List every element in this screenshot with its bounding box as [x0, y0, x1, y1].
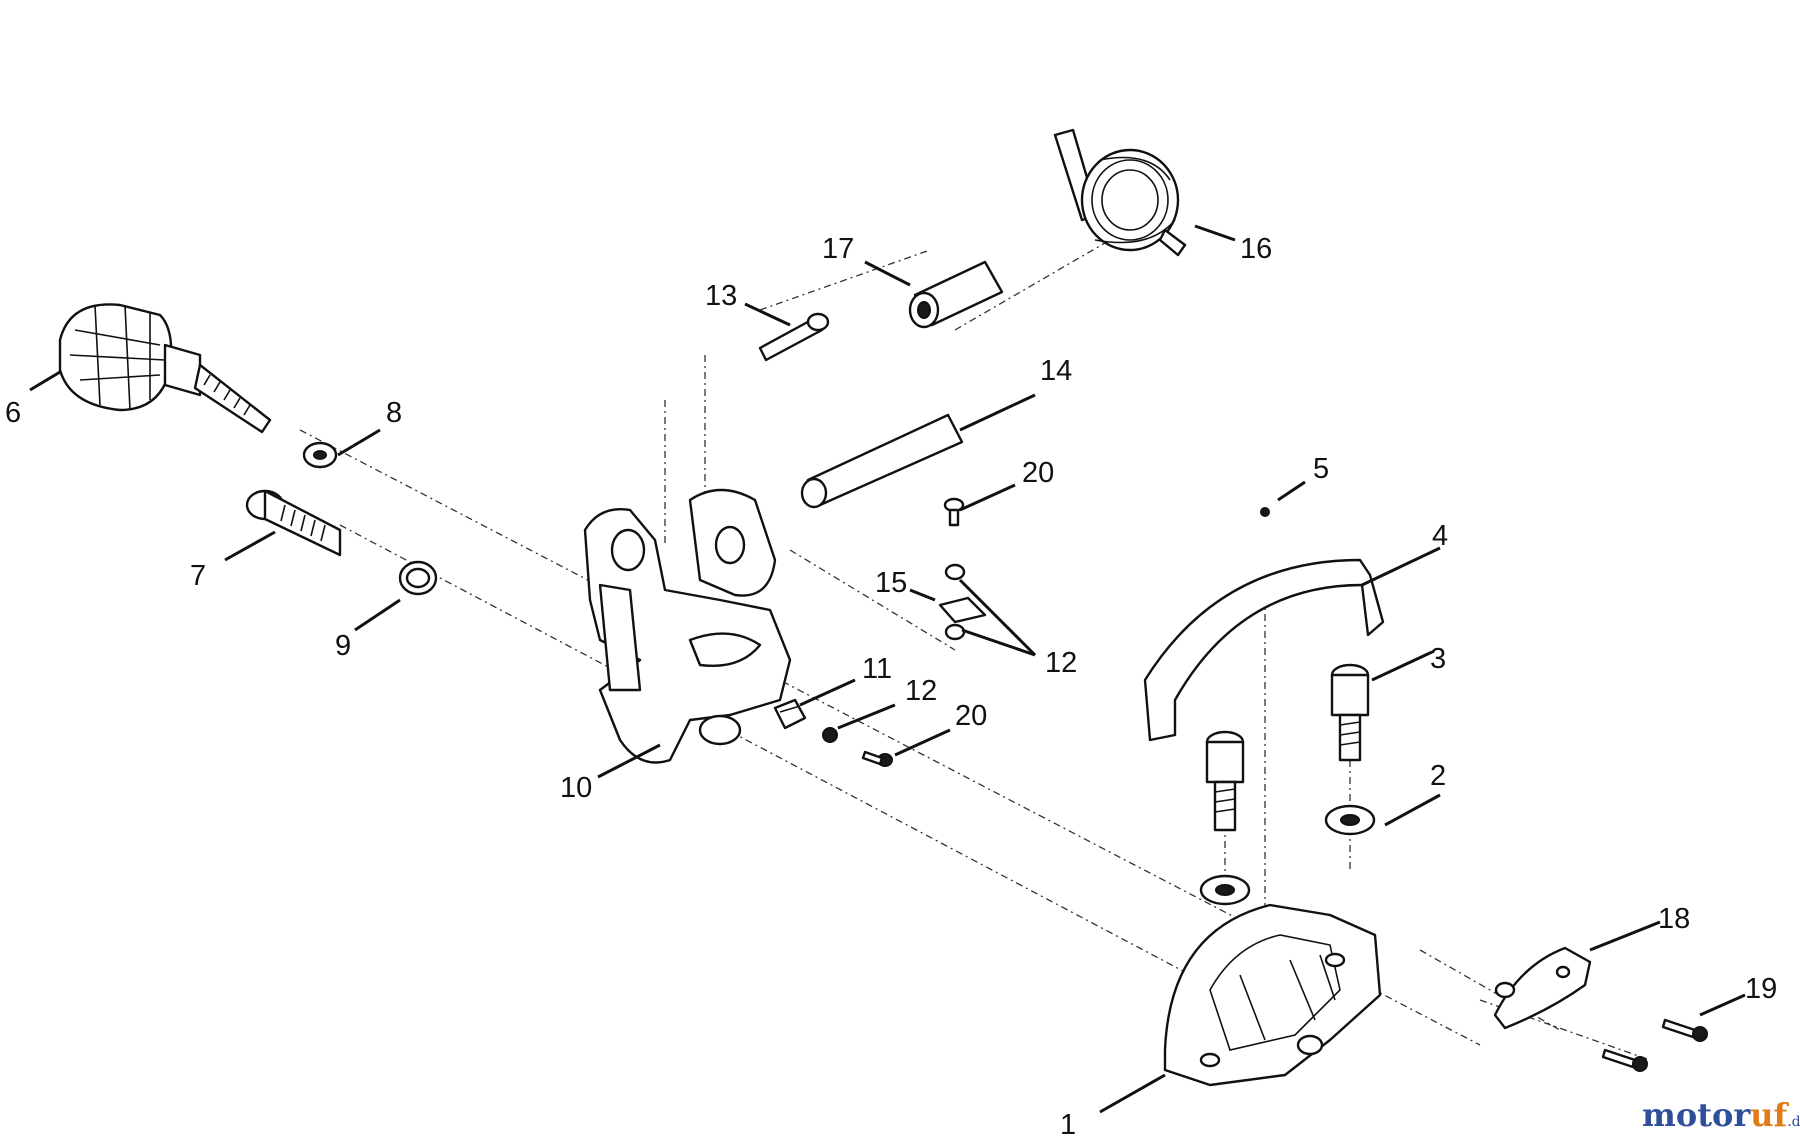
callout-14: 14 [1040, 355, 1072, 387]
callout-5: 5 [1313, 453, 1329, 485]
callout-16: 16 [1240, 233, 1272, 265]
part-12-nut-lower [822, 727, 838, 743]
callout-8: 8 [386, 397, 402, 429]
callout-4: 4 [1432, 520, 1448, 552]
callout-9: 9 [335, 630, 351, 662]
callout-7: 7 [190, 560, 206, 592]
callout-2: 2 [1430, 760, 1446, 792]
callout-11: 11 [862, 653, 892, 685]
callout-12-lower: 12 [905, 675, 937, 707]
part-3-cap-screw-right [1330, 663, 1370, 762]
callout-3: 3 [1430, 643, 1446, 675]
callout-18: 18 [1658, 903, 1690, 935]
site-watermark: motoruf.de [1642, 1096, 1800, 1134]
watermark-domain-suffix: .de [1787, 1114, 1800, 1130]
part-17-sleeve [908, 260, 1004, 329]
part-14-pivot-pin [800, 413, 964, 509]
part-2-washer-left [1199, 874, 1251, 906]
part-16-torsion-spring [1053, 128, 1187, 257]
callout-6: 6 [5, 397, 21, 429]
part-1-base-housing [1163, 903, 1382, 1087]
assembly-center-lines [299, 239, 1651, 1061]
part-4-curved-band [1143, 558, 1385, 742]
part-2-washer-right [1324, 804, 1376, 836]
part-19-screw-lower [1601, 1048, 1648, 1072]
callout-1: 1 [1060, 1109, 1076, 1141]
watermark-brand-part-2: uf [1750, 1096, 1788, 1134]
part-6-adjustment-knob [58, 303, 272, 434]
part-18-cover-plate [1493, 946, 1592, 1030]
callout-20-lower: 20 [955, 700, 987, 732]
part-20-screw-lower [861, 750, 893, 767]
callout-15: 15 [875, 567, 907, 599]
part-11-clip [773, 698, 807, 730]
part-13-bolt [758, 312, 830, 362]
part-7-threaded-bushing [245, 489, 342, 557]
part-5-pin [1260, 507, 1270, 517]
callout-19: 19 [1745, 973, 1777, 1005]
part-20-screw-upper [943, 497, 965, 527]
callout-12-right: 12 [1045, 647, 1077, 679]
callout-20-upper: 20 [1022, 457, 1054, 489]
part-3-cap-screw-left [1205, 730, 1245, 832]
watermark-brand-part-1: motor [1642, 1096, 1751, 1134]
part-15-plate-and-nuts [938, 563, 987, 641]
callout-leader-lines [29, 224, 1746, 1114]
callout-13: 13 [705, 280, 737, 312]
callout-10: 10 [560, 772, 592, 804]
callout-numbers: 1 2 3 4 5 6 7 8 9 10 11 12 12 13 14 15 1… [5, 233, 1777, 1141]
part-10-pivot-bracket [583, 488, 792, 764]
callout-17: 17 [822, 233, 854, 265]
part-19-screw-upper [1661, 1018, 1708, 1042]
